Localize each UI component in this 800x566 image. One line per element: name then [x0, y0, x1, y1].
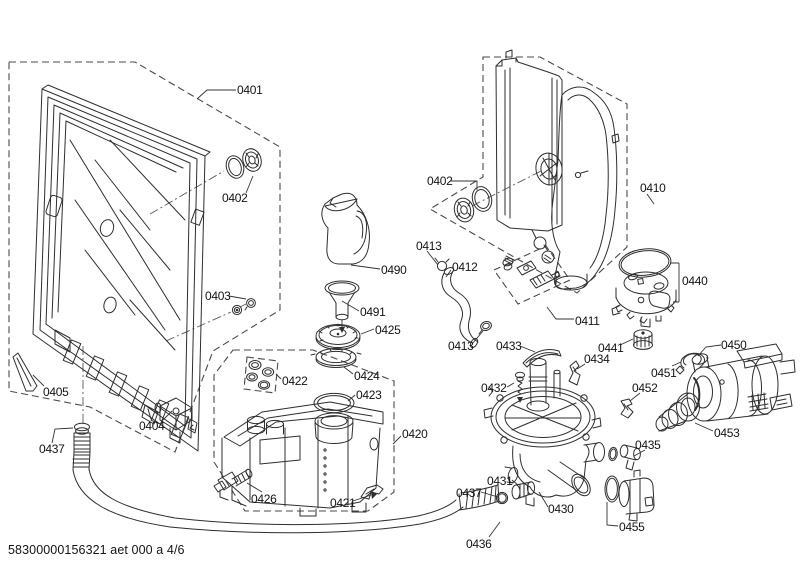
part-label-0403: 0403: [205, 289, 231, 303]
part-label-0431: 0431: [487, 474, 513, 488]
part-label-0413-top: 0413: [416, 239, 442, 253]
bracket-0452: [621, 399, 633, 418]
seal-and-grommet-0402-left: [223, 146, 264, 180]
salt-cap-0425: [316, 324, 360, 349]
sump-assembly-0430: [484, 358, 605, 506]
blade-0405: [13, 353, 37, 391]
group-box-softener-0420: [214, 350, 394, 511]
part-label-0453: 0453: [714, 426, 740, 440]
part-label-0412: 0412: [452, 260, 478, 274]
grommet-cap-0403: [232, 299, 255, 315]
part-label-0433: 0433: [496, 339, 522, 353]
inlet-valve-parts-0411: [502, 256, 560, 288]
drain-pump-0455: [605, 470, 654, 521]
part-label-0422: 0422: [282, 374, 308, 388]
assembly-axis-lines: [83, 171, 541, 424]
group-box-tub-panel: [9, 62, 280, 452]
part-label-0424: 0424: [354, 369, 380, 383]
part-label-0413-bottom: 0413: [448, 339, 474, 353]
part-label-0435: 0435: [635, 438, 661, 452]
part-label-0425: 0425: [375, 323, 401, 337]
part-label-0450: 0450: [721, 338, 747, 352]
leader-lines: [33, 90, 721, 537]
valve-0404: [155, 398, 197, 443]
part-label-0440: 0440: [682, 274, 708, 288]
part-label-0437-left: 0437: [39, 442, 65, 456]
part-label-0426: 0426: [251, 492, 277, 506]
part-label-0491: 0491: [360, 305, 386, 319]
clip-0421: [361, 485, 383, 499]
part-number-labels: 0401 0402 0403 0404 0405 0437 0490 0491 …: [39, 83, 747, 551]
part-label-0430: 0430: [548, 502, 574, 516]
screw-0432: [515, 372, 524, 403]
document-code: 58300000156321 aet 000 a 4/6: [8, 543, 185, 557]
part-label-0455: 0455: [619, 520, 645, 534]
part-label-0402-right: 0402: [427, 174, 453, 188]
coupling-0441: [634, 330, 653, 350]
threaded-ring-0424: [311, 349, 361, 368]
part-label-0402-left: 0402: [222, 191, 248, 205]
circulation-pump-0450: [687, 344, 795, 421]
refill-jug-0490: [322, 193, 370, 264]
part-label-0437-right: 0437: [456, 486, 482, 500]
part-label-0434: 0434: [584, 352, 610, 366]
drain-hose-and-fittings: [73, 423, 508, 533]
part-label-0441: 0441: [598, 341, 624, 355]
clamp-0451: [676, 353, 705, 374]
part-label-0436: 0436: [466, 537, 492, 551]
part-label-0420: 0420: [402, 427, 428, 441]
part-label-0423: 0423: [356, 388, 382, 402]
part-label-0410: 0410: [640, 181, 666, 195]
part-label-0451: 0451: [651, 366, 677, 380]
hose-0412-with-clamps-0413: [435, 258, 493, 349]
part-label-0432: 0432: [481, 381, 507, 395]
curved-bracket-0433: [523, 350, 561, 368]
part-label-0452: 0452: [632, 381, 658, 395]
part-label-0411: 0411: [575, 314, 600, 328]
panel-mounting-feet: [63, 340, 189, 438]
seal-kit-0422: [247, 361, 274, 390]
clip-0434: [569, 361, 580, 385]
water-softener-tank: [222, 402, 383, 516]
tub-side-panel-drawing: [33, 85, 210, 451]
check-valve-0435: [608, 445, 640, 470]
part-label-0490: 0490: [381, 263, 407, 277]
hose-connector-0431: [512, 482, 535, 499]
part-label-0401: 0401: [237, 83, 263, 97]
dashed-group-boxes: [9, 57, 627, 511]
seal-and-grommet-0402-right: [452, 184, 495, 224]
part-label-0404: 0404: [139, 419, 165, 433]
part-label-0421: 0421: [330, 496, 356, 510]
heat-exchanger-0410: [496, 50, 619, 290]
gasket-and-pump-head-0440: [612, 246, 676, 327]
sensor-0426: [214, 468, 253, 500]
part-label-0405: 0405: [43, 385, 69, 399]
group-box-inlet-valve-0411: [494, 246, 570, 304]
group-box-heat-exchanger-0410: [430, 57, 627, 293]
group-box-seal-kit-0422: [244, 357, 278, 393]
cone-coupling-0453: [656, 393, 700, 431]
